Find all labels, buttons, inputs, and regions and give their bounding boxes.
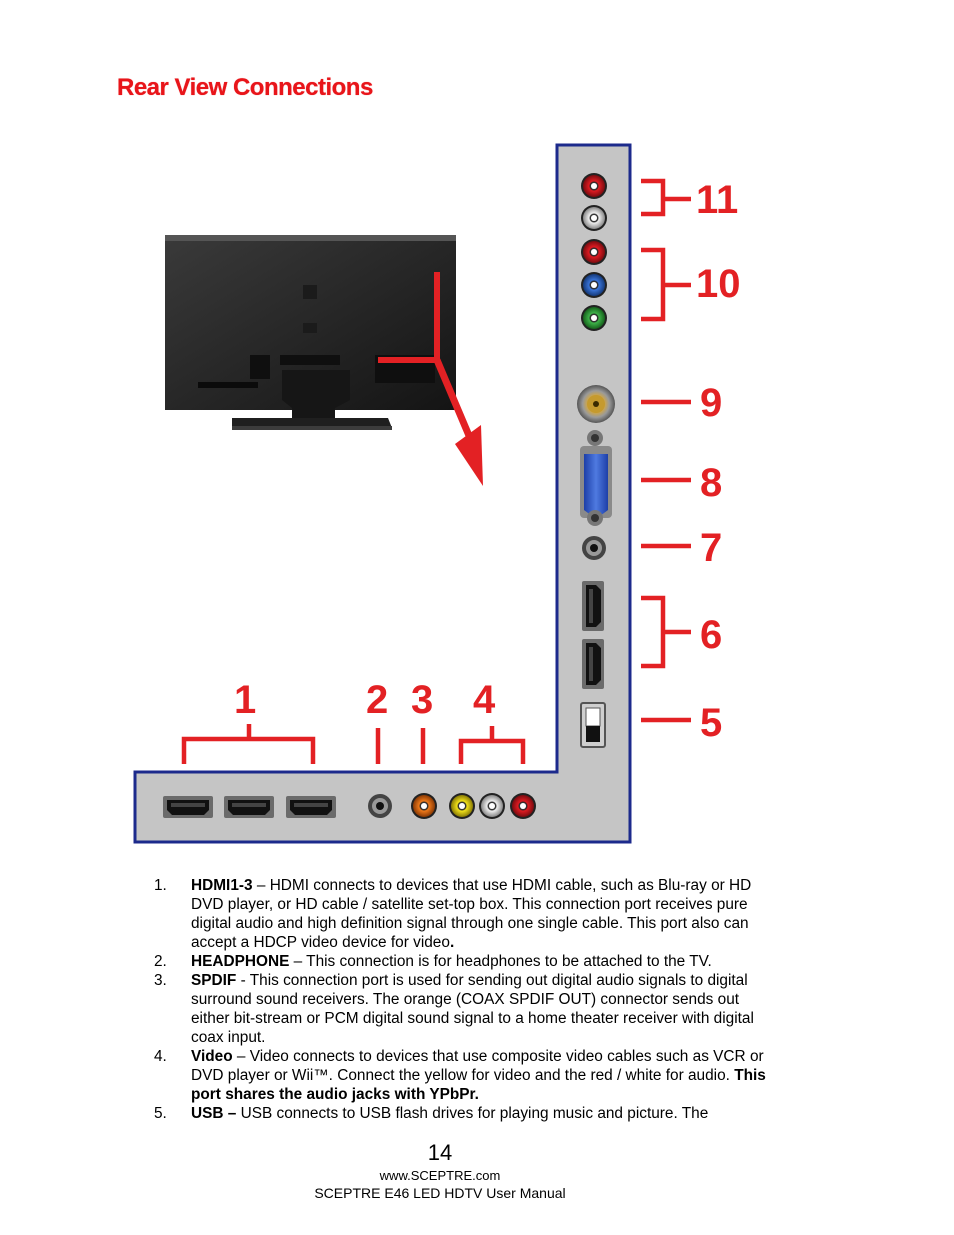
list-item: 4.Video – Video connects to devices that… (154, 1048, 766, 1103)
connection-descriptions: 1.HDMI1-3 – HDMI connects to devices tha… (154, 876, 774, 1123)
hdmi-port-h3 (286, 796, 336, 818)
callout-brackets-right (641, 178, 691, 723)
hdmi-port-h1 (163, 796, 213, 818)
callout-3: 3 (411, 678, 433, 722)
pointer-arrow (378, 272, 483, 486)
vga-port (580, 430, 612, 526)
spdif-jack-orange (411, 793, 437, 819)
audio-jack-white-4 (479, 793, 505, 819)
usb-port (580, 702, 606, 748)
callout-brackets-bottom (181, 724, 526, 764)
component-jack-blue (581, 272, 607, 298)
hdmi-port-h2 (224, 796, 274, 818)
audio-jack-red-4 (510, 793, 536, 819)
footer-manual-title: SCEPTRE E46 LED HDTV User Manual (314, 1185, 566, 1201)
coax-antenna-port (577, 385, 615, 423)
page-heading: Rear View Connections (117, 74, 373, 101)
component-jack-green (581, 305, 607, 331)
audio-jack-white-11 (581, 205, 607, 231)
callout-2: 2 (366, 678, 388, 722)
callout-1: 1 (234, 678, 256, 722)
tv-rear-image (165, 235, 456, 430)
hdmi-port-v2 (582, 639, 604, 689)
callout-4: 4 (473, 678, 496, 722)
list-item: 3.SPDIF - This connection port is used f… (154, 972, 754, 1046)
callout-5: 5 (700, 701, 722, 745)
callout-7: 7 (700, 526, 722, 570)
callout-8: 8 (700, 461, 722, 505)
footer-website: www.SCEPTRE.com (379, 1168, 501, 1183)
connection-panel (133, 143, 632, 844)
callout-11: 11 (696, 178, 738, 222)
headphone-jack-2 (368, 794, 392, 818)
list-item: 2.HEADPHONE – This connection is for hea… (154, 953, 712, 970)
audio-jack-red-11 (581, 173, 607, 199)
page-number: 14 (427, 1140, 453, 1165)
list-item: 5.USB – USB connects to USB flash drives… (154, 1105, 709, 1122)
audio-jack-red-10 (581, 239, 607, 265)
hdmi-port-v1 (582, 581, 604, 631)
video-jack-yellow (449, 793, 475, 819)
callout-6: 6 (700, 613, 722, 657)
list-item: 1.HDMI1-3 – HDMI connects to devices tha… (154, 877, 752, 951)
callout-10: 10 (696, 262, 741, 306)
headphone-jack-7 (582, 536, 606, 560)
callout-9: 9 (700, 381, 722, 425)
